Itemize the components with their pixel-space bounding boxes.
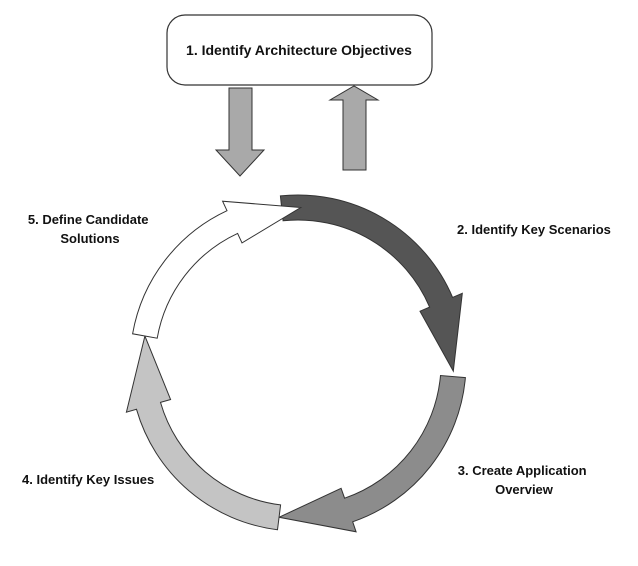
- step-label-key-scenarios-line-1: 2. Identify Key Scenarios: [457, 222, 611, 237]
- cycle-arrow-key-issues: [125, 334, 282, 531]
- step-label-candidate-solutions: 5. Define Candidate Solutions: [28, 212, 152, 246]
- cycle-arrow-candidate-solutions: [132, 200, 303, 339]
- step-label-candidate-solutions-line-2: Solutions: [60, 231, 119, 246]
- up-arrow-icon: [328, 85, 380, 171]
- objective-box: [166, 14, 433, 86]
- cycle-arrow-key-scenarios: [279, 194, 463, 373]
- step-label-candidate-solutions-line-1: 5. Define Candidate: [28, 212, 149, 227]
- cycle-arrow-application-overview: [277, 374, 466, 533]
- objective-label: 1. Identify Architecture Objectives: [186, 42, 412, 58]
- step-label-application-overview-line-2: Overview: [495, 482, 554, 497]
- down-arrow-icon: [214, 87, 266, 177]
- cycle-ring: [125, 194, 466, 533]
- objective-node: 1. Identify Architecture Objectives: [166, 14, 433, 86]
- step-label-key-scenarios: 2. Identify Key Scenarios: [457, 222, 611, 237]
- step-label-key-issues: 4. Identify Key Issues: [22, 472, 154, 487]
- step-label-application-overview: 3. Create Application Overview: [458, 463, 590, 497]
- step-label-key-issues-line-1: 4. Identify Key Issues: [22, 472, 154, 487]
- step-label-application-overview-line-1: 3. Create Application: [458, 463, 587, 478]
